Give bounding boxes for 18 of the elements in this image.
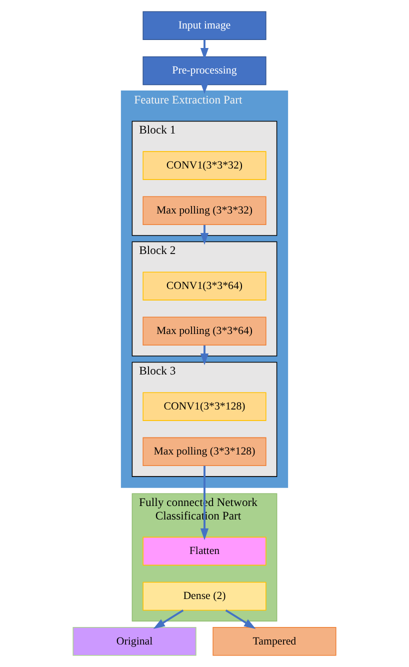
arrow [225,610,256,629]
arrow [200,346,209,366]
node-box: CONV1(3*3*64) [142,272,266,300]
node-box: Dense (2) [142,582,266,611]
node-box: Max polling (3*3*64) [142,316,266,346]
arrow [200,40,209,60]
node-box: Original [72,627,196,656]
node-box: Tampered [212,627,336,656]
arrow [200,82,209,94]
node-box: Max polling (3*3*32) [142,196,266,226]
arrow [200,224,209,245]
node-box: CONV1(3*3*128) [142,392,266,421]
node-box: Flatten [142,536,266,566]
node-box: Input image [142,11,266,40]
arrow [153,610,184,629]
node-box: CONV1(3*3*32) [142,151,266,180]
arrow [200,466,209,540]
node-box: Max polling (3*3*128) [142,437,266,466]
